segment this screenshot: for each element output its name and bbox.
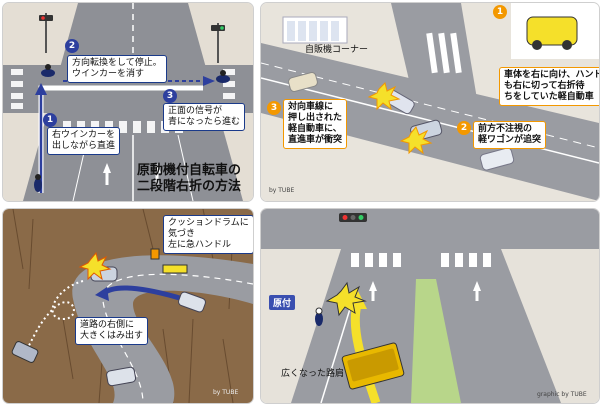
step-1-callout: 車体を右に向け、ハンドル も右に切って右折待 ちをしていた軽自動車 <box>499 67 599 106</box>
vending-building <box>282 16 348 44</box>
step-2-callout: 前方不注視の 軽ワゴンが追突 <box>473 121 547 149</box>
panel-mountain-curve: クッションドラムに 気づき 左に急ハンドル 道路の右側に 大きくはみ出す by … <box>2 208 254 404</box>
step-3-number: 3 <box>267 101 281 115</box>
panel-rear-end-collision: 自販機コーナー 1 車体を右に向け、ハンドル も右に切って右折待 ちをしていた軽… <box>260 2 600 202</box>
moped-icon <box>315 307 323 326</box>
right-side-callout: 道路の右側に 大きくはみ出す <box>75 317 149 345</box>
step-3-callout: 正面の信号が 青になったら進む <box>163 103 246 131</box>
panel-moped-shoulder: 原付 広くなった路肩 graphic by TUBE <box>260 208 600 404</box>
vending-corner-label: 自販機コーナー <box>305 45 369 55</box>
credit-label: graphic by TUBE <box>537 391 587 398</box>
credit-label: by TUBE <box>213 389 239 396</box>
step-2-callout: 方向転換をして停止。 ウインカーを消す <box>67 55 167 83</box>
yellow-car-icon <box>526 16 578 46</box>
step-1-callout: 右ウインカーを 出しながら直進 <box>47 127 121 155</box>
step-3-number: 3 <box>163 89 177 103</box>
panel-title: 原動機付自転車の 二段階右折の方法 <box>137 163 242 194</box>
step-2-number: 2 <box>65 39 79 53</box>
step-3-callout: 対向車線に 押し出された 軽自動車に、 直進車が衝突 <box>283 99 348 149</box>
cushion-drum-callout: クッションドラムに 気づき 左に急ハンドル <box>163 215 253 254</box>
moped-tag: 原付 <box>269 295 296 310</box>
panel-two-stage-right-turn: 2 方向転換をして停止。 ウインカーを消す 3 正面の信号が 青になったら進む … <box>2 2 254 202</box>
intersection-illustration <box>3 3 253 201</box>
step-1-number: 1 <box>43 113 57 127</box>
truck-icon <box>341 342 405 390</box>
credit-label: by TUBE <box>269 187 295 194</box>
step-1-number: 1 <box>493 5 507 19</box>
shoulder-label: 広くなった路肩 <box>281 369 345 379</box>
step-2-number: 2 <box>457 121 471 135</box>
moped-icon <box>34 174 42 192</box>
shoulder-illustration <box>261 209 599 403</box>
